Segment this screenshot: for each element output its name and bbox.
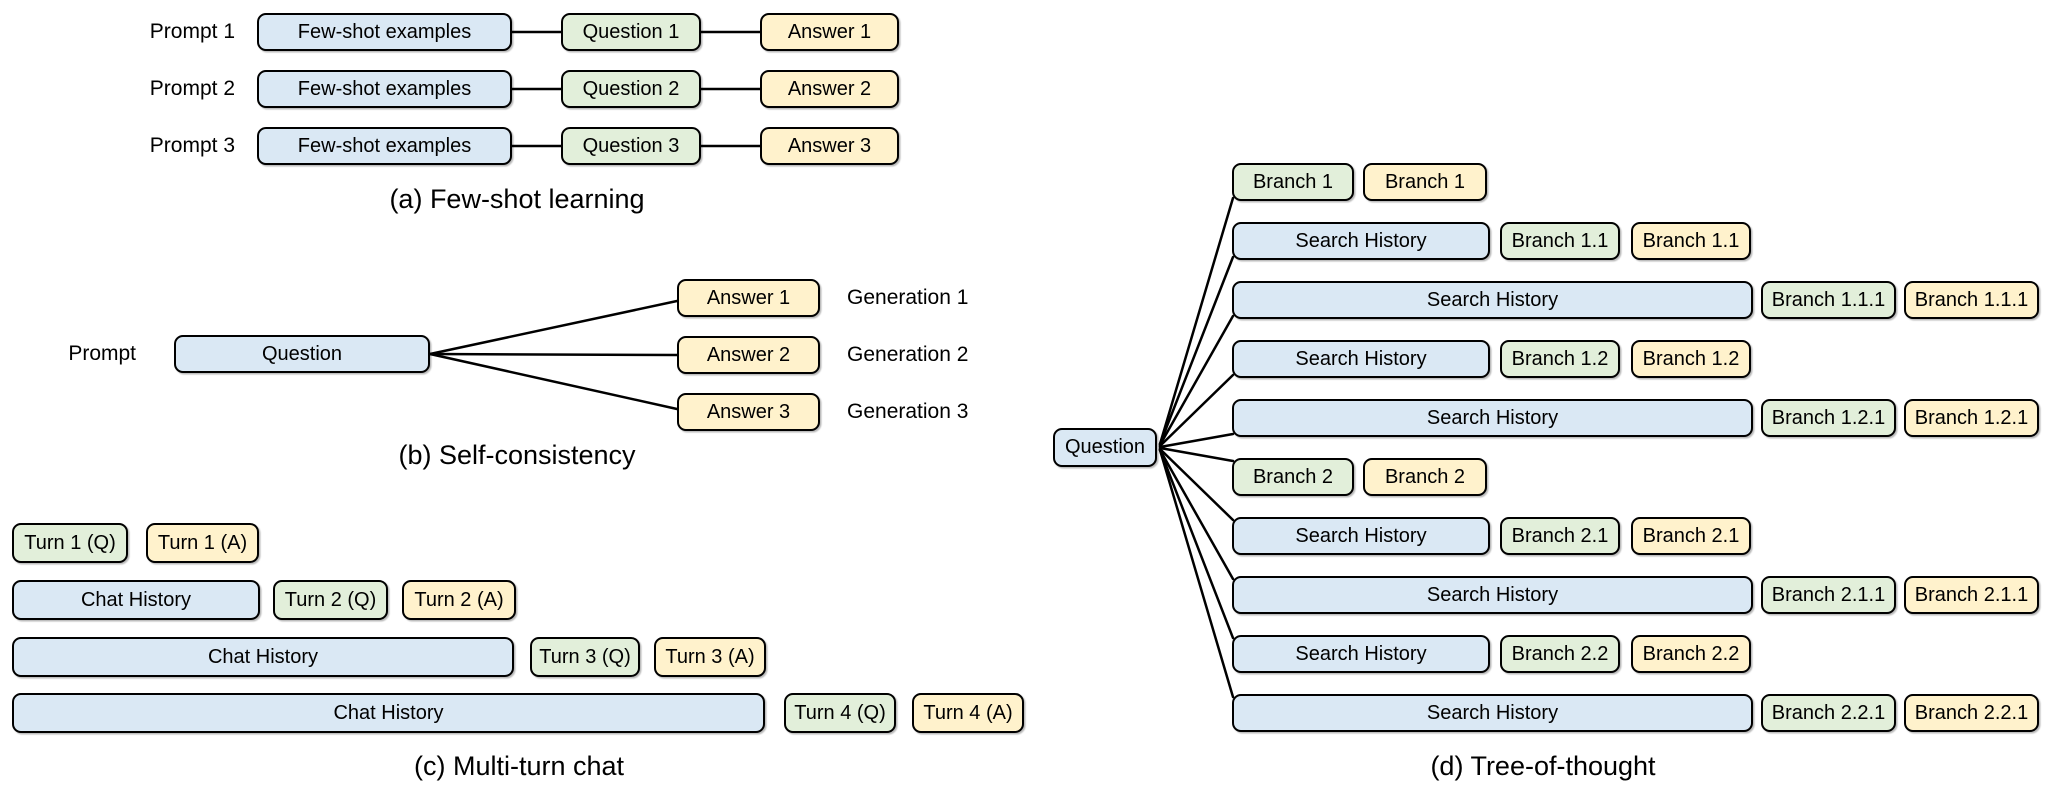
- answer-box: Answer 3: [760, 127, 899, 165]
- generation-label: Generation 1: [847, 286, 969, 309]
- branch-box-yellow: Branch 2.2.1: [1904, 694, 2039, 732]
- connector-line: [1158, 314, 1235, 447]
- branch-box-yellow: Branch 1.1.1: [1904, 281, 2039, 319]
- branch-box-yellow: Branch 1.2: [1631, 340, 1751, 378]
- question-box: Question 3: [561, 127, 701, 165]
- connector-line: [1158, 448, 1235, 640]
- branch-box-yellow: Branch 2: [1363, 458, 1487, 496]
- answer-box: Answer 2: [760, 70, 899, 108]
- question-box: Question 1: [561, 13, 701, 51]
- branch-box-yellow: Branch 2.1: [1631, 517, 1751, 555]
- prompt-label: Prompt: [68, 342, 136, 365]
- branch-box-yellow: Branch 1.2.1: [1904, 399, 2039, 437]
- answer-box: Answer 1: [760, 13, 899, 51]
- connector-line: [1158, 432, 1235, 449]
- fewshot-examples-box: Few-shot examples: [257, 13, 512, 51]
- connector-line: [1158, 255, 1235, 446]
- answer-box: Answer 1: [677, 279, 820, 317]
- turn-a-box: Turn 4 (A): [912, 693, 1024, 733]
- branch-box-green: Branch 1.1.1: [1761, 281, 1896, 319]
- turn-q-box: Turn 3 (Q): [530, 637, 640, 677]
- panel-c-caption: (c) Multi-turn chat: [413, 751, 625, 781]
- generation-label: Generation 2: [847, 343, 969, 366]
- fewshot-examples-box: Few-shot examples: [257, 127, 512, 165]
- turn-a-box: Turn 1 (A): [146, 523, 259, 563]
- search-history-box: Search History: [1232, 399, 1753, 437]
- search-history-box: Search History: [1232, 281, 1753, 319]
- search-history-box: Search History: [1232, 635, 1490, 673]
- question-box: Question: [1053, 428, 1157, 467]
- prompt-row-label: Prompt 1: [149, 20, 235, 43]
- connector-line: [428, 299, 679, 356]
- answer-box: Answer 2: [677, 336, 820, 374]
- prompt-row-label: Prompt 2: [149, 77, 235, 100]
- branch-box-yellow: Branch 1.1: [1631, 222, 1751, 260]
- chat-history-box: Chat History: [12, 693, 765, 733]
- turn-q-box: Turn 2 (Q): [273, 580, 388, 620]
- answer-box: Answer 3: [677, 393, 820, 431]
- branch-box-green: Branch 2: [1232, 458, 1354, 496]
- search-history-box: Search History: [1232, 517, 1490, 555]
- search-history-box: Search History: [1232, 222, 1490, 260]
- connector-line: [428, 352, 679, 411]
- branch-box-green: Branch 1: [1232, 163, 1354, 201]
- connector-line: [1158, 196, 1235, 446]
- turn-q-box: Turn 1 (Q): [12, 523, 128, 563]
- connector-line: [1158, 448, 1235, 581]
- question-box: Question: [174, 335, 430, 373]
- branch-box-yellow: Branch 2.2: [1631, 635, 1751, 673]
- turn-a-box: Turn 2 (A): [402, 580, 516, 620]
- branch-box-green: Branch 1.1: [1500, 222, 1620, 260]
- branch-box-green: Branch 1.2: [1500, 340, 1620, 378]
- branch-box-yellow: Branch 1: [1363, 163, 1487, 201]
- connector-line: [428, 352, 679, 357]
- search-history-box: Search History: [1232, 694, 1753, 732]
- turn-q-box: Turn 4 (Q): [784, 693, 896, 733]
- search-history-box: Search History: [1232, 340, 1490, 378]
- branch-box-green: Branch 2.1.1: [1761, 576, 1896, 614]
- branch-box-green: Branch 2.2: [1500, 635, 1620, 673]
- fewshot-examples-box: Few-shot examples: [257, 70, 512, 108]
- prompt-row-label: Prompt 3: [149, 134, 235, 157]
- search-history-box: Search History: [1232, 576, 1753, 614]
- branch-box-yellow: Branch 2.1.1: [1904, 576, 2039, 614]
- question-box: Question 2: [561, 70, 701, 108]
- connector-line: [1158, 447, 1235, 522]
- branch-box-green: Branch 2.2.1: [1761, 694, 1896, 732]
- panel-b-caption: (b) Self-consistency: [398, 440, 636, 470]
- turn-a-box: Turn 3 (A): [654, 637, 766, 677]
- branch-box-green: Branch 1.2.1: [1761, 399, 1896, 437]
- connector-line: [1158, 373, 1235, 448]
- connector-line: [1158, 448, 1235, 699]
- chat-history-box: Chat History: [12, 637, 514, 677]
- panel-d-caption: (d) Tree-of-thought: [1430, 751, 1656, 781]
- panel-a-caption: (a) Few-shot learning: [389, 184, 645, 214]
- chat-history-box: Chat History: [12, 580, 260, 620]
- branch-box-green: Branch 2.1: [1500, 517, 1620, 555]
- connector-line: [1158, 446, 1235, 463]
- generation-label: Generation 3: [847, 400, 969, 423]
